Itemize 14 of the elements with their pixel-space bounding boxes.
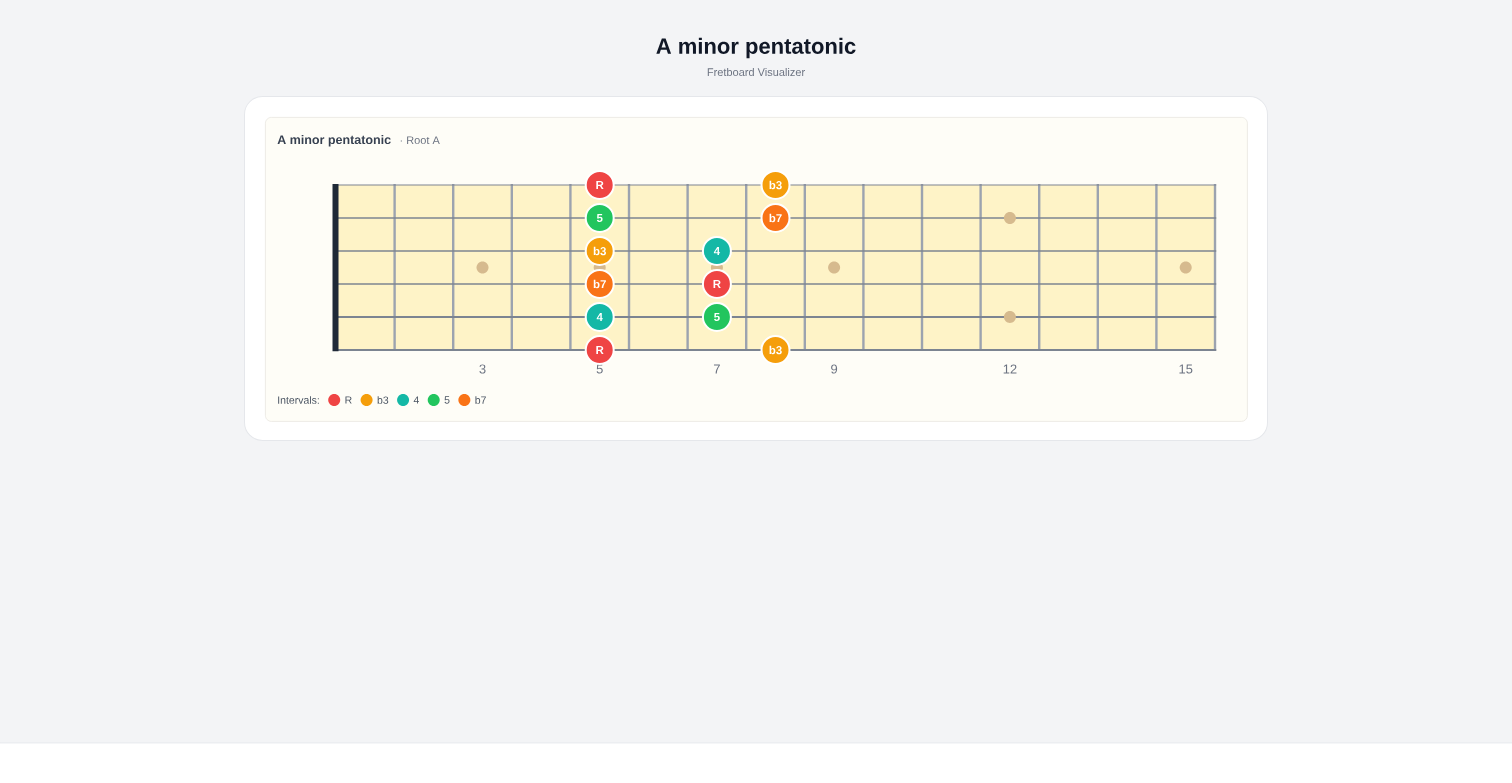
- fret-number: 12: [1003, 364, 1017, 374]
- legend-label: 4: [413, 396, 419, 404]
- legend-label: b7: [475, 396, 486, 404]
- subtitle: Fretboard Visualizer: [707, 67, 805, 77]
- fret-number: 5: [596, 364, 603, 374]
- legend-label: 5: [444, 396, 450, 404]
- legend-title: Intervals:: [278, 396, 319, 404]
- fret-number: 15: [1179, 364, 1193, 374]
- legend-label: b3: [377, 396, 389, 404]
- fret-number: 7: [713, 364, 720, 374]
- fret-number: 9: [831, 364, 838, 374]
- legend-label: R: [345, 396, 352, 404]
- title: A minor pentatonic: [656, 37, 856, 59]
- fret-number: 3: [479, 364, 486, 374]
